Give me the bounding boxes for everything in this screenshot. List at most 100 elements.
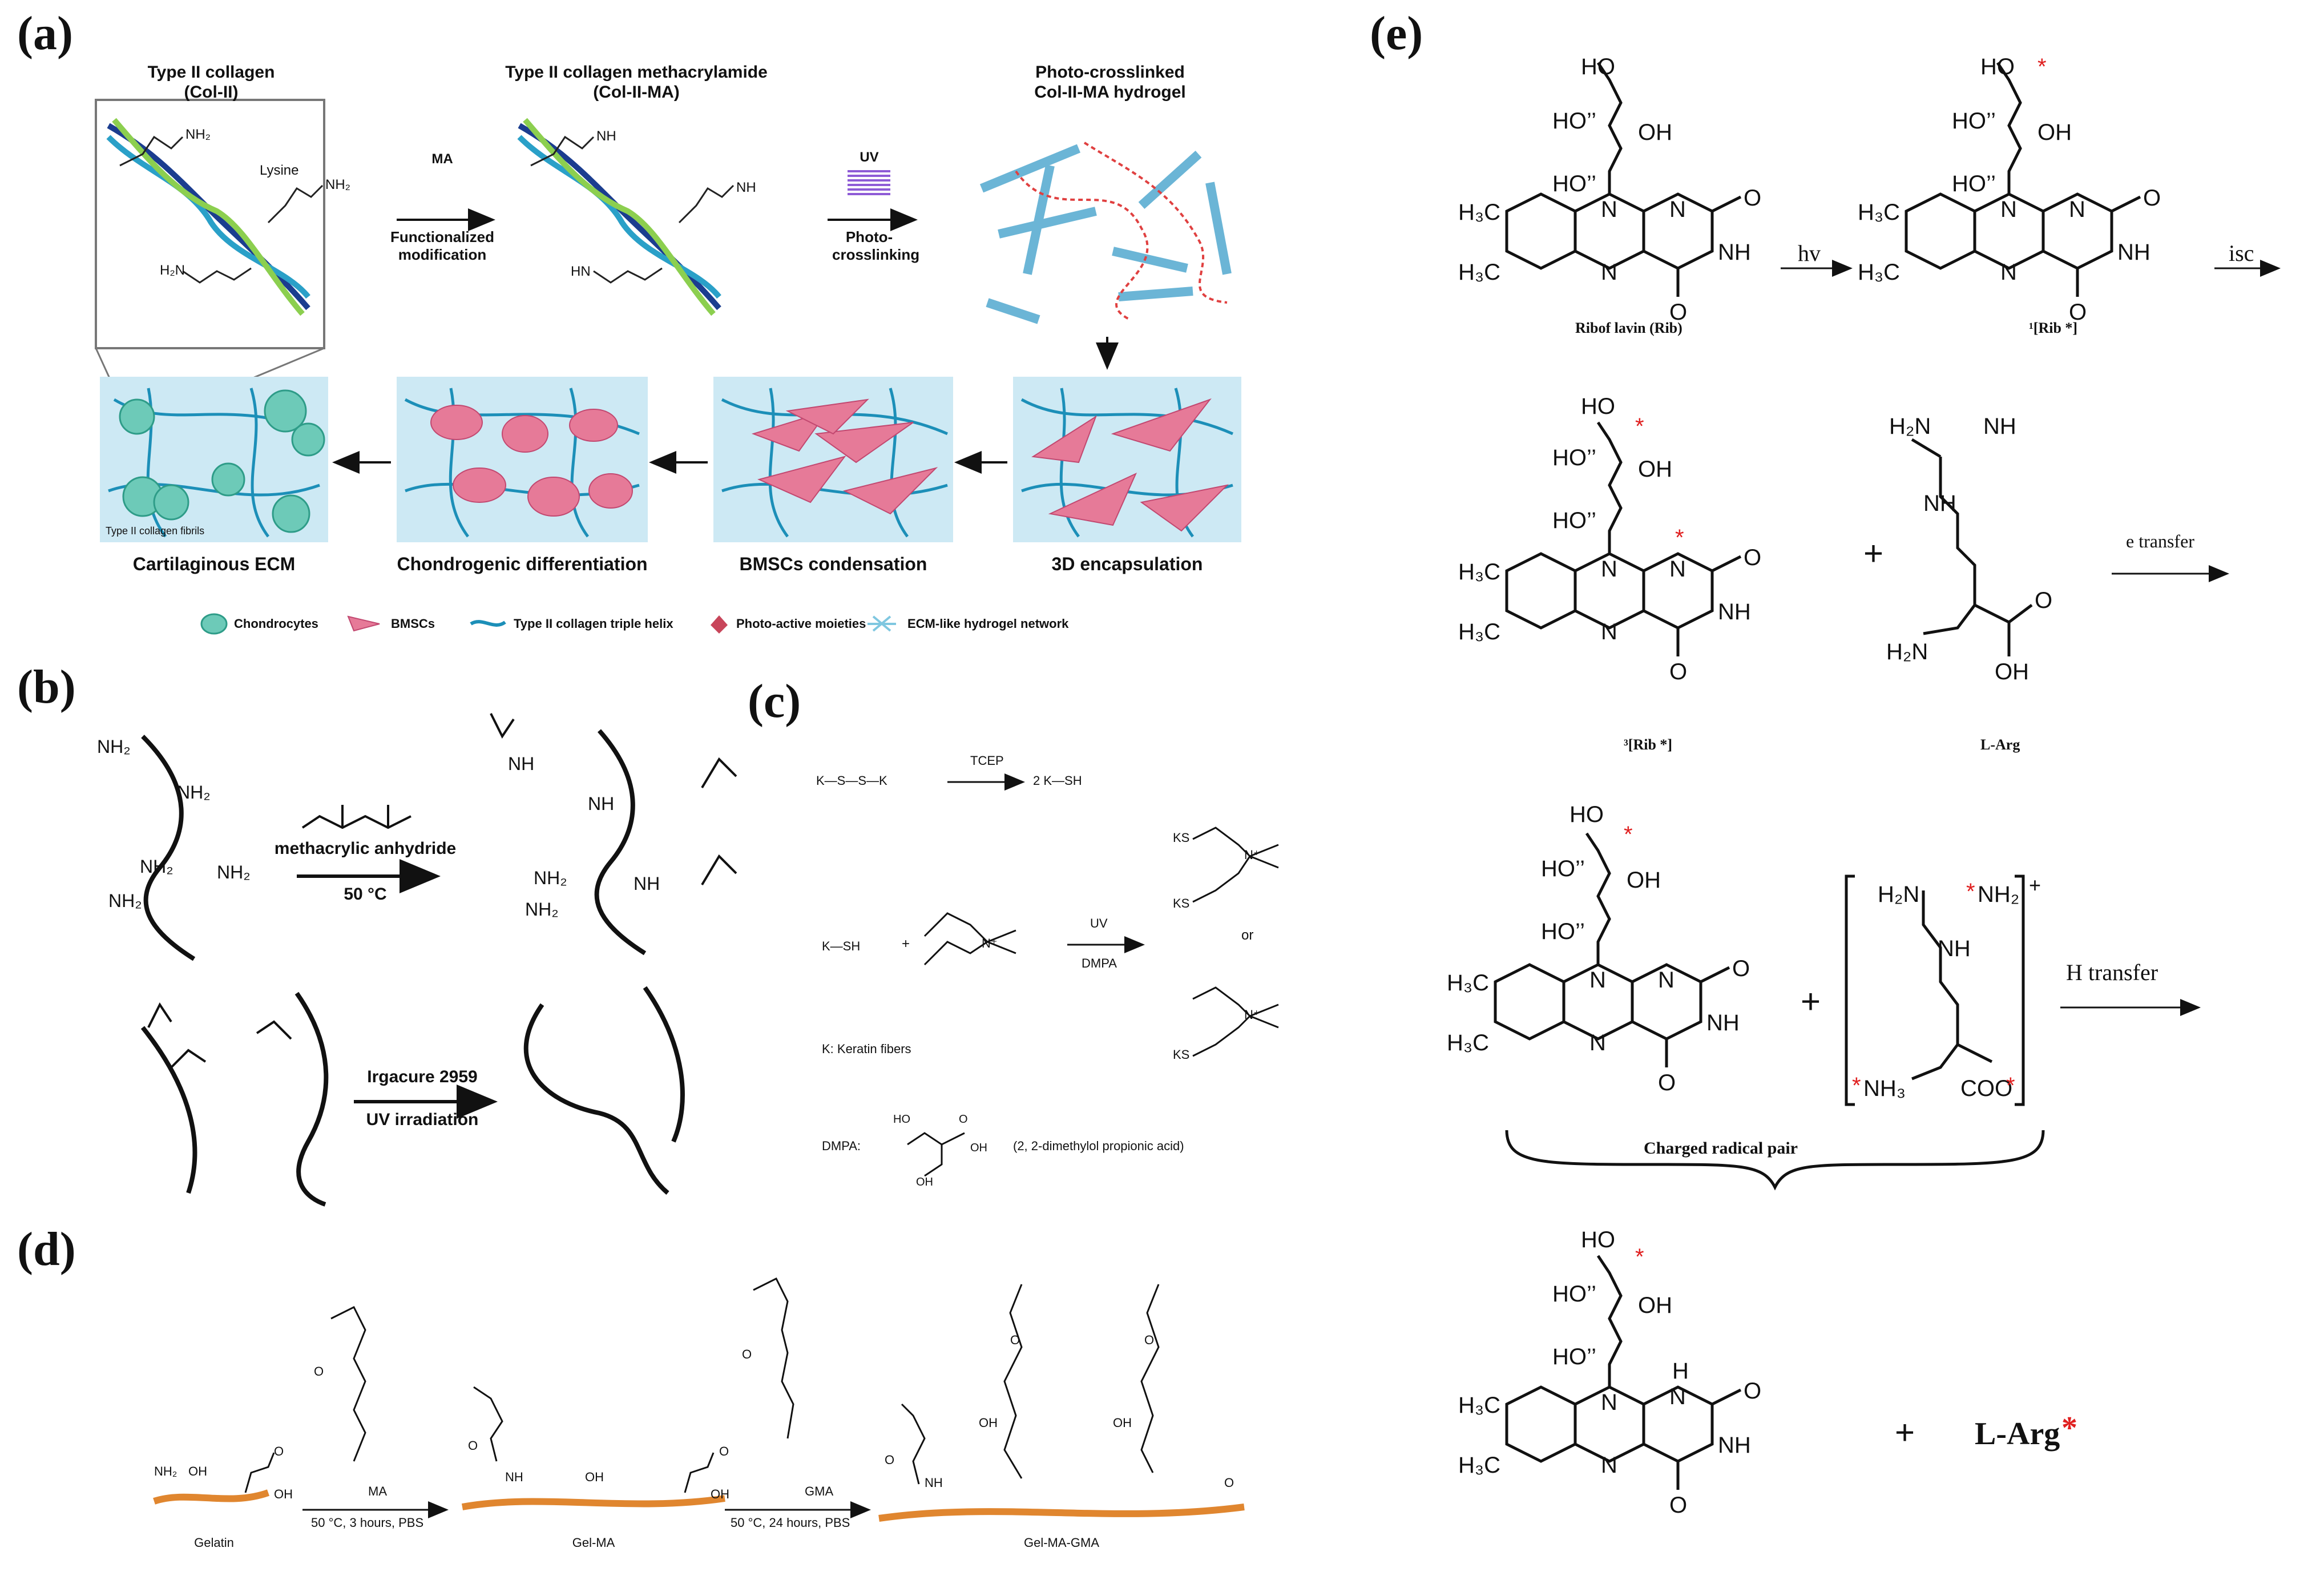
e-r1-h3c-1: H₃C [1858,200,1901,225]
c-ks-1: KS [1173,831,1190,845]
gelma-chain [461,1495,725,1510]
c-dmpa-label: DMPA: [822,1139,861,1153]
d-gelma-o2: O [719,1444,729,1458]
e-fin-ho-top: HO [1581,1227,1615,1252]
e-crp-ho-2: HO’’ [1541,856,1585,881]
e-crp-n3: N [1589,1030,1606,1055]
c-ksh: K—SH [822,939,861,953]
col2-subtitle: (Col-II) [184,83,239,102]
e-crp-h2n: H₂N [1878,882,1920,907]
e-r3-o1: O [1744,545,1762,570]
b-nh2-5: NH₂ [108,890,142,911]
d-ggma-o4: O [1224,1476,1234,1490]
e-arg-nh: NH [1923,491,1956,516]
c-uv: UV [1090,916,1108,930]
e-r1-o2: O [2069,300,2087,325]
e-r3-ho-2: HO’’ [1552,445,1597,470]
nh2-label-2: NH₂ [325,177,350,192]
c-dmpa-full: (2, 2-dimethylol propionic acid) [1013,1139,1184,1153]
d-ggma-o1: O [885,1453,895,1467]
e-rib-ho-top: HO [1581,54,1615,79]
c-dmpa-oh2: OH [916,1176,933,1188]
stage-label-encapsulation: 3D encapsulation [1051,554,1203,574]
hydrogel-network [979,142,1232,324]
e-r3-ho-3: HO’’ [1552,508,1597,533]
e-rib-n3: N [1601,260,1617,285]
e-rib-oh: OH [1638,120,1672,145]
b-temp: 50 °C [344,885,387,904]
uv-lamp-icon [848,170,890,195]
legend-icons [200,613,896,635]
e-r1-n3: N [2000,260,2017,285]
e-fin-oh: OH [1638,1293,1672,1318]
e-fin-h3c-1: H₃C [1458,1393,1501,1418]
d-gma-o: O [742,1347,752,1361]
stage-label-ecm: Cartilaginous ECM [132,554,296,574]
e-r1-ho-2: HO’’ [1952,108,1996,134]
e-arg-h2n-2: H₂N [1886,639,1928,664]
e-crp-o1: O [1732,956,1750,981]
c-keratin-def: K: Keratin fibers [822,1042,911,1056]
e-crp-nh: NH [1938,936,1971,961]
colma-subtitle: (Col-II-MA) [593,83,680,102]
d-ggma-o3: O [1144,1333,1155,1347]
e-r3-star1: * [1635,414,1644,439]
legend-network: ECM-like hydrogel network [907,616,1069,631]
e-crp-star2: * [1966,879,1975,904]
panel-label-a: (a) [17,7,73,60]
d-ma: MA [368,1484,387,1498]
c-nplus-3: N⁺ [1244,1007,1260,1022]
legend-bmscs: BMSCs [391,616,435,631]
d-gelma-oh2: OH [711,1487,729,1501]
e-plus-1: + [1863,534,1884,573]
d-ggma-o2: O [1010,1333,1020,1347]
rib-ring-a [1505,192,1577,270]
hn-label: HN [571,264,591,279]
d-gelma-nh: NH [505,1470,523,1484]
e-r1-oh: OH [2037,120,2072,145]
e-rib-o1: O [1744,186,1762,211]
c-thiol-product: 2 K—SH [1033,773,1082,788]
e-crp-star3: * [1852,1073,1861,1098]
d-name-gelmagma: Gel-MA-GMA [1024,1535,1099,1550]
e-plus-2: + [1801,982,1821,1021]
e-final-star: * [2061,1410,2077,1446]
e-rib-ho-2: HO’’ [1552,108,1597,134]
b-nh2-2: NH₂ [177,782,211,803]
c-plus: + [902,936,910,952]
e-r1-n2: N [2069,197,2085,222]
c-nplus-1: N⁺ [982,936,998,950]
e-crp-plus-charge: + [2029,873,2041,897]
b-uv-irradiation: UV irradiation [366,1110,479,1129]
e-crp-o2: O [1658,1070,1676,1095]
e-rib-nh: NH [1718,240,1751,265]
e-crp-star1: * [1624,822,1633,847]
e-arg-h2n: H₂N [1889,414,1931,439]
e-fin-ho-2: HO’’ [1552,1281,1597,1307]
e-r1-h3c-2: H₃C [1858,260,1901,285]
c-nplus-2: N⁺ [1244,848,1260,862]
e-final-larg: L-Arg [1975,1416,2060,1452]
e-rib-h3c-2: H₃C [1458,260,1501,285]
photocrosslinking-label: Photo-crosslinking [832,228,920,263]
e-r3-nh: NH [1718,599,1751,624]
d-cond1: 50 °C, 3 hours, PBS [311,1515,424,1530]
hydrogel-title: Photo-crosslinked [1035,63,1185,82]
e-crp-coo: COO [1960,1076,2013,1101]
b-nh-2: NH [588,793,615,814]
e-rib-o2: O [1669,300,1688,325]
e-fin-ho-3: HO’’ [1552,1344,1597,1369]
e-r3-h3c-2: H₃C [1458,619,1501,644]
e-rib1-name: ¹[Rib *] [2029,320,2078,336]
colma-title: Type II collagen methacrylamide [505,63,768,82]
e-rib3-name: ³[Rib *] [1624,736,1673,753]
e-r3-n2: N [1669,557,1686,582]
legend-chondrocytes: Chondrocytes [234,616,318,631]
hydrogel-subtitle: Col-II-MA hydrogel [1034,83,1186,102]
d-gma: GMA [805,1484,834,1498]
b-nh2-7: NH₂ [525,899,559,920]
c-tcep: TCEP [970,753,1004,768]
d-name-gelatin: Gelatin [194,1535,234,1550]
